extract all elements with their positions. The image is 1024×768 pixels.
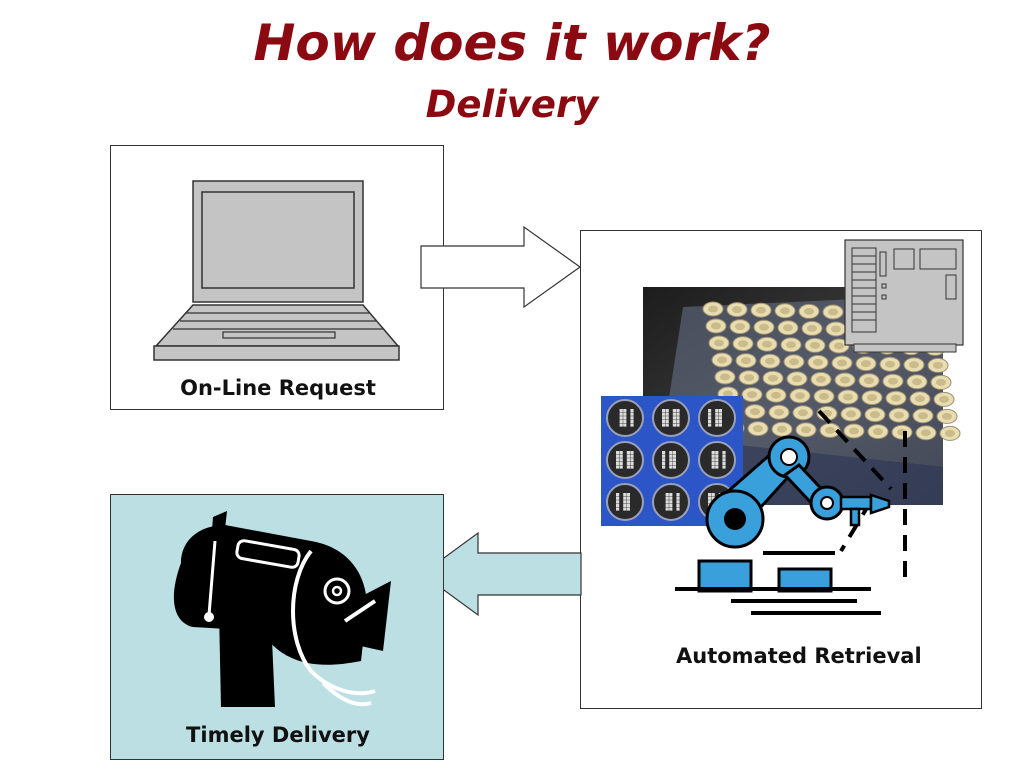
email-mailbox-icon (173, 511, 391, 707)
slide-subtitle: Delivery (425, 83, 599, 126)
arrow-right-icon (420, 225, 582, 309)
arrow-left-icon (420, 531, 582, 617)
delivery-step-label: Timely Delivery (186, 723, 370, 747)
retrieval-step-label: Automated Retrieval (676, 644, 922, 668)
request-step-label: On-Line Request (180, 376, 376, 400)
robot-arm-icon (675, 409, 907, 615)
request-step-box: On-Line Request (110, 145, 444, 410)
retrieval-step-box: Automated Retrieval (580, 230, 982, 709)
computer-tower-icon (844, 239, 964, 353)
slide-title: How does it work? (253, 14, 771, 72)
delivery-step-box: Timely Delivery (110, 494, 444, 760)
laptop-icon (153, 180, 400, 361)
